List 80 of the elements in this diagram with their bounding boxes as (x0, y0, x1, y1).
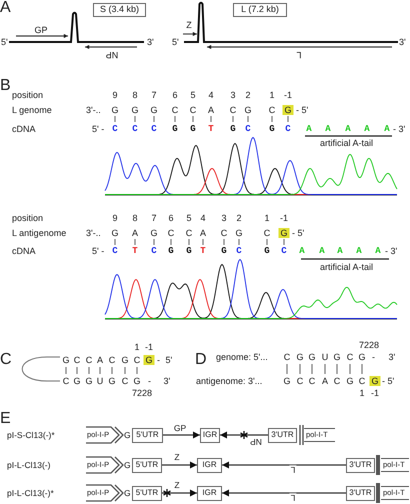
sequence-row: C G G U G C G (62, 376, 141, 386)
strand-end-label: 3'-.. (86, 104, 101, 116)
strand-end-label: - 5' (292, 228, 304, 238)
row-label: position (12, 212, 44, 224)
position-number: 7228 (132, 388, 152, 398)
strand-end-label: - 5' (157, 354, 172, 366)
strand-end-label: - 5' (296, 104, 308, 116)
strand-end-label: 3' (399, 36, 406, 48)
base-label: G (124, 460, 131, 470)
sequence-row: G G G C C A C G C G (109, 104, 294, 116)
strand-end-label: 5' (172, 36, 179, 48)
row-label: cDNA (12, 246, 36, 256)
region-box: 3'UTR (268, 428, 297, 442)
strand-end-label: - 5' (382, 376, 394, 386)
base-label: G (124, 430, 131, 440)
base-call-row: A A A A A (298, 246, 382, 256)
panel-letter: A (0, 0, 11, 18)
construct-label: pI-S-Cl13(-)* (7, 430, 55, 440)
strand-end-label: 5' (1, 36, 8, 48)
tail-label: artificial A-tail (320, 262, 374, 272)
tail-label: artificial A-tail (320, 138, 374, 148)
region-box: IGR (197, 486, 222, 500)
panel-letter: D (195, 350, 207, 370)
position-numbers: 9 8 7 6 5 4 3 2 1 -1 (112, 90, 292, 100)
edge-label: GP (172, 422, 188, 434)
region-box: IGR (197, 458, 222, 472)
base-call-row: C C C G G T G C G C (111, 124, 292, 134)
strand-label: antigenome: 3'... (196, 376, 262, 386)
segment-box: S (3.4 kb) (93, 3, 146, 17)
region-box: 5'UTR (132, 428, 163, 442)
sequence-row: G C C A C G C G (60, 354, 155, 366)
arrow (162, 490, 197, 496)
arrow (162, 462, 197, 468)
panel-letter: E (0, 409, 11, 429)
edge-label: Z (173, 480, 181, 490)
panel-letter: C (0, 350, 12, 370)
strand-end-label: - 3' (148, 376, 170, 386)
sequence-row: G A G C C A C G C G (109, 228, 290, 238)
edge-label: Z (173, 452, 181, 462)
arrow (220, 432, 268, 438)
construct-label: pI-L-Cl13(-) (7, 460, 50, 470)
position-numbers: 1 -1 (134, 342, 153, 352)
base-label: G (124, 488, 131, 498)
construct-label: pI-L-Cl13(-)* (7, 488, 54, 498)
sequence-row: C G G U G C G (283, 352, 366, 362)
base-call-row: A A A A A (305, 124, 391, 134)
position-numbers: 9 8 7 6 5 4 3 2 1 -1 (112, 212, 288, 224)
strand-end-label: 3'-.. (86, 228, 101, 238)
gene-label: Z (186, 20, 192, 30)
arrow (163, 432, 200, 438)
position-number: 7228 (358, 340, 380, 350)
base-call-row: C T C G G T G C G C (111, 246, 288, 256)
gene-label: L (296, 48, 302, 60)
strand-label: genome: 5'... (216, 352, 268, 362)
row-label: position (12, 90, 44, 100)
region-box: 5'UTR (132, 486, 162, 500)
row-label: L antigenome (12, 228, 66, 238)
region-box: 3'UTR (346, 486, 375, 500)
arrow (222, 490, 346, 496)
strand-end-label: 5' - (92, 124, 104, 134)
segment-box: L (7.2 kb) (233, 3, 287, 17)
row-label: cDNA (12, 124, 36, 134)
strand-end-label: - 3' (393, 124, 406, 134)
row-label: L genome (12, 104, 52, 116)
position-numbers: 1 -1 (358, 388, 379, 398)
region-box: 5'UTR (132, 458, 162, 472)
region-box: 3'UTR (346, 458, 375, 472)
gene-label: NP (106, 48, 118, 60)
strand-end-label: - 3' (385, 246, 398, 256)
edge-label: NP (249, 436, 263, 448)
arrow (222, 462, 346, 468)
gene-label: GP (34, 24, 48, 36)
strand-end-label: 5' - (92, 246, 104, 256)
panel-letter: B (0, 76, 11, 96)
strand-end-label: - 3' (372, 352, 396, 362)
region-box: IGR (200, 428, 220, 442)
sequence-row: G C C A C G C G (281, 376, 381, 386)
edge-label: L (290, 464, 296, 476)
strand-end-label: 3' (147, 36, 154, 48)
edge-label: L (290, 492, 296, 504)
